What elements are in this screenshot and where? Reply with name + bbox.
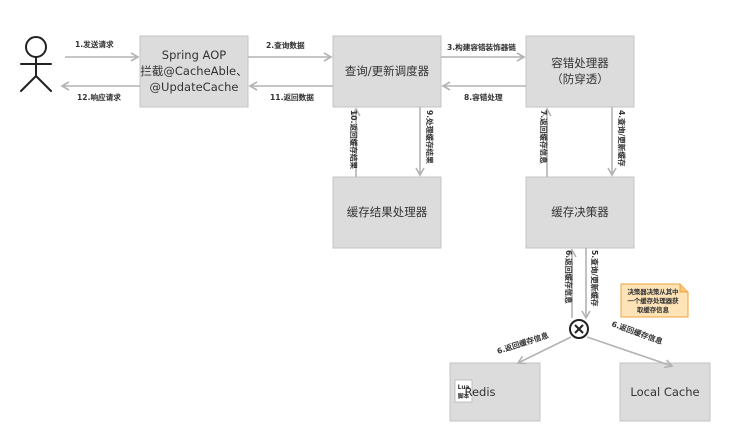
error-handler-box: 容错处理器 （防穿透） <box>525 35 635 108</box>
result-handler-label: 缓存结果处理器 <box>347 205 428 219</box>
user-actor-icon <box>20 36 52 92</box>
query-scheduler-label: 查询/更新调度器 <box>345 64 430 78</box>
redis-box: Lua 脚本 Redis <box>449 362 541 422</box>
decision-note: 决策器决策从其中 一个缓存处理器获 取缓存信息 <box>620 283 689 318</box>
lua-script-icon <box>454 379 473 403</box>
local-cache-label: Local Cache <box>630 385 699 399</box>
spring-aop-line2: 拦截@CacheAble、 <box>140 64 247 78</box>
decision-gateway-icon <box>569 319 589 339</box>
result-handler-box: 缓存结果处理器 <box>332 176 442 249</box>
label-send-request: 1.发送请求 <box>75 39 114 49</box>
label-query-update-cache-5: 5.查询/更新缓存 <box>590 250 600 307</box>
note-line1: 决策器决策从其中 <box>627 287 678 296</box>
label-return-data: 11.返回数据 <box>270 92 314 102</box>
arrow-return-cache-info-redis <box>516 336 572 365</box>
redis-label: Redis <box>464 385 495 399</box>
label-fault-handling: 8.容错处理 <box>464 92 503 102</box>
label-return-cache-result: 10.返回缓存结果 <box>349 110 359 169</box>
label-process-result: 9.处理缓存结果 <box>425 110 435 164</box>
label-return-cache-info-mid: 6.返回缓存信息 <box>564 250 574 304</box>
note-line2: 一个缓存处理器获 <box>627 296 679 305</box>
cache-decider-label: 缓存决策器 <box>551 205 609 219</box>
cache-decider-box: 缓存决策器 <box>525 176 635 249</box>
label-build-decorator: 3.构建容错装饰器链 <box>447 42 516 52</box>
spring-aop-title: Spring AOP <box>162 48 226 62</box>
arrow-return-cache-info-local <box>586 336 674 369</box>
note-line3: 取缓存信息 <box>637 305 670 314</box>
error-handler-title: 容错处理器 <box>551 56 609 70</box>
lua-badge-line2: 脚本 <box>458 392 470 400</box>
label-query-update-cache-4: 4.查询/更新缓存 <box>617 110 627 167</box>
lua-badge-line1: Lua <box>458 385 470 391</box>
spring-aop-box: Spring AOP 拦截@CacheAble、 @UpdateCache <box>139 35 249 108</box>
label-return-cache-info-7: 7.返回缓存信息 <box>539 110 549 164</box>
label-query-data: 2.查询数据 <box>266 40 305 50</box>
local-cache-box: Local Cache <box>619 362 711 422</box>
error-handler-subtitle: （防穿透） <box>551 72 609 86</box>
label-return-cache-info-local: 6.返回缓存信息 <box>610 318 664 346</box>
label-respond-request: 12.响应请求 <box>77 92 121 102</box>
spring-aop-line3: @UpdateCache <box>150 80 239 94</box>
query-scheduler-box: 查询/更新调度器 <box>332 35 442 108</box>
